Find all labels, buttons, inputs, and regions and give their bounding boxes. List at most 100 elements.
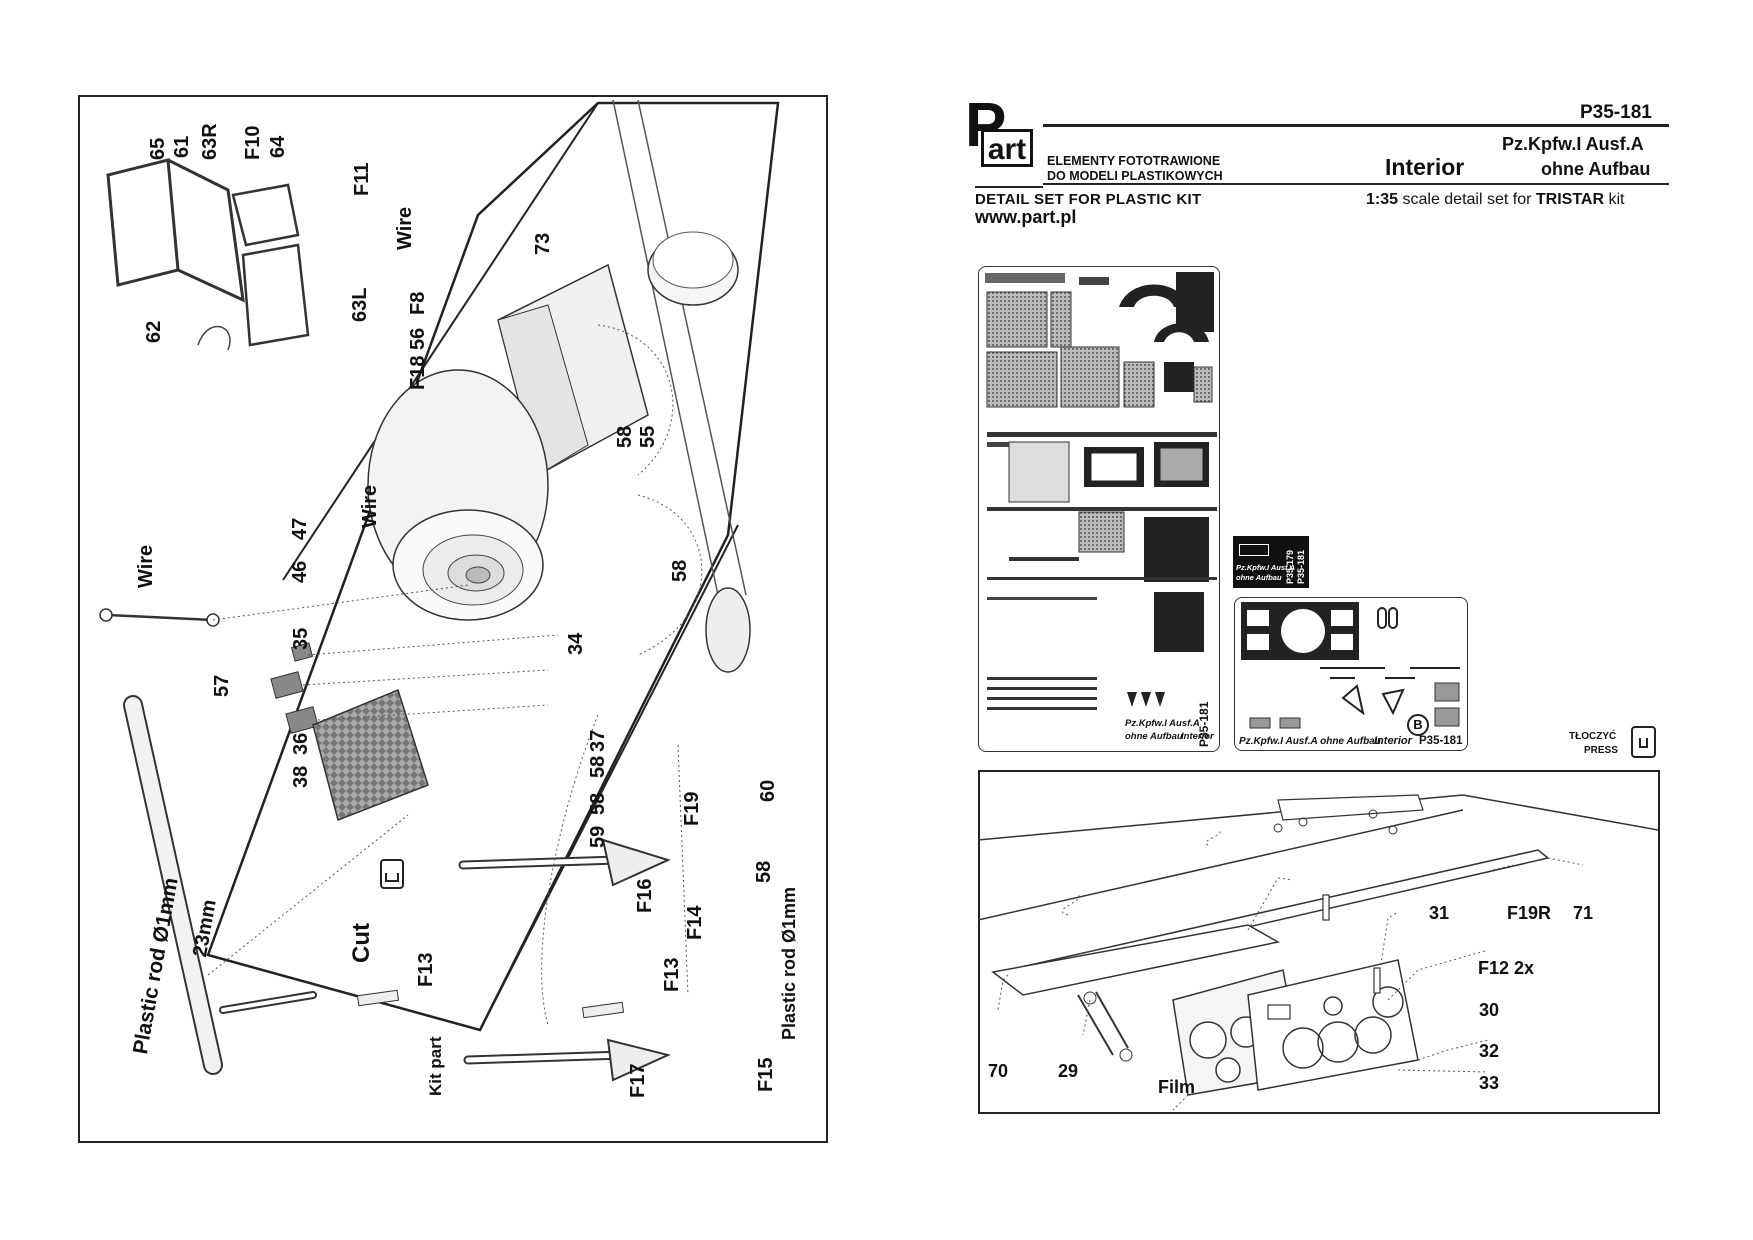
label-f8: F8 <box>407 291 429 315</box>
part-logo: P art <box>965 95 1037 187</box>
label-38: 38 <box>290 765 312 788</box>
label-f17: F17 <box>627 1063 649 1098</box>
scale-value: 1:35 <box>1366 191 1399 208</box>
subject-title: Interior <box>1385 154 1465 180</box>
label-wire-3: Wire <box>135 544 157 588</box>
product-name-line-1: Pz.Kpfw.I Ausf.A <box>1502 134 1644 154</box>
label-58-a: 58 <box>614 425 636 448</box>
fret-small-part <box>1239 544 1269 556</box>
label-film: Film <box>1158 1077 1196 1097</box>
label-f18: F18 <box>407 355 429 390</box>
label-f12-2x: F12 2x <box>1478 958 1535 978</box>
label-58-d: 58 <box>587 792 609 815</box>
kit-maker: TRISTAR <box>1535 191 1605 208</box>
label-58-e: 58 <box>753 860 775 883</box>
label-f13-b: F13 <box>661 957 683 992</box>
label-f13-a: F13 <box>415 952 437 987</box>
fret-b-letter: B <box>1407 714 1429 736</box>
fret-small: Pz.Kpfw.I Ausf.A ohne Aufbau P35-179 P35… <box>1233 536 1309 588</box>
label-73: 73 <box>532 232 554 255</box>
label-f19r: F19R <box>1507 903 1552 923</box>
label-34: 34 <box>565 632 587 655</box>
label-60: 60 <box>757 779 779 802</box>
label-71: 71 <box>1573 903 1594 923</box>
label-wire-2: Wire <box>359 484 381 528</box>
logo-word: art <box>981 129 1033 167</box>
label-65: 65 <box>147 137 169 160</box>
label-31: 31 <box>1429 903 1450 923</box>
label-63l: 63L <box>349 287 371 322</box>
product-name-line-2: ohne Aufbau <box>1541 159 1651 179</box>
label-f14: F14 <box>684 905 706 940</box>
fret-a-title-2: ohne Aufbau <box>1125 731 1183 742</box>
label-wire-1: Wire <box>394 206 416 250</box>
label-37: 37 <box>587 729 609 752</box>
website[interactable]: www.part.pl <box>975 207 1077 227</box>
polish-line-2: DO MODELI PLASTIKOWYCH <box>1047 169 1223 183</box>
fret-a-title-1: Pz.Kpfw.I Ausf.A <box>1125 718 1200 729</box>
label-cut: Cut <box>348 923 375 963</box>
polish-line-1: ELEMENTY FOTOTRAWIONE <box>1047 154 1221 168</box>
product-code: P35-181 <box>1580 102 1652 123</box>
label-f15: F15 <box>755 1057 777 1092</box>
label-36: 36 <box>290 732 312 755</box>
label-62: 62 <box>143 320 165 343</box>
label-56: 56 <box>407 327 429 350</box>
kit-suffix: kit <box>1608 191 1625 208</box>
bottom-diagram-frame <box>978 770 1660 1114</box>
fret-a-subject: Interior <box>1181 731 1214 742</box>
english-line: DETAIL SET FOR PLASTIC KIT <box>975 191 1202 208</box>
fret-b-subject: Interior <box>1374 735 1412 747</box>
label-30: 30 <box>1479 1000 1500 1020</box>
fret-a: Pz.Kpfw.I Ausf.A ohne Aufbau Interior P3… <box>978 266 1220 752</box>
label-kit-part: Kit part <box>426 1036 445 1097</box>
label-70: 70 <box>988 1061 1009 1081</box>
pedal-36a <box>270 671 304 699</box>
label-58-b: 58 <box>669 559 691 582</box>
press-icon <box>1631 726 1656 758</box>
label-f11: F11 <box>351 162 373 196</box>
label-f10: F10 <box>242 125 264 160</box>
scale-line: 1:35 scale detail set for TRISTAR kit <box>1366 191 1624 209</box>
fret-b-code: P35-181 <box>1419 735 1463 747</box>
label-58-c: 58 <box>587 755 609 778</box>
label-57: 57 <box>211 674 233 697</box>
label-59: 59 <box>587 825 609 848</box>
fret-small-line1: Pz.Kpfw.I Ausf.A <box>1236 563 1296 572</box>
seat-frame <box>106 158 245 303</box>
press-label-pl: TŁOCZYĆ <box>1569 731 1617 742</box>
left-diagram-art <box>99 99 780 1082</box>
label-61: 61 <box>171 135 193 158</box>
fret-small-code1: P35-179 <box>1285 549 1295 584</box>
left-diagram-frame <box>78 95 828 1143</box>
bottom-diagram-art <box>978 794 1659 1111</box>
fret-b-parts <box>1241 602 1460 729</box>
label-29: 29 <box>1058 1061 1079 1081</box>
label-55: 55 <box>637 425 659 448</box>
label-64: 64 <box>267 135 289 158</box>
pedal-36b <box>285 706 319 734</box>
header-left-rule <box>975 186 1043 188</box>
label-33: 33 <box>1479 1073 1500 1093</box>
label-35: 35 <box>290 627 312 650</box>
label-f16: F16 <box>634 878 656 913</box>
fret-b-footer: Pz.Kpfw.I Ausf.A ohne Aufbau <box>1239 736 1381 747</box>
label-f19: F19 <box>681 791 703 826</box>
label-63r: 63R <box>199 123 221 160</box>
fret-small-code2: P35-181 <box>1296 549 1306 584</box>
label-46: 46 <box>289 560 311 583</box>
fret-small-line2: ohne Aufbau <box>1236 573 1282 582</box>
press-label-en: PRESS <box>1584 745 1618 756</box>
press-icon-left <box>380 859 404 889</box>
label-plastic-rod-right: Plastic rod Ø1mm <box>779 886 799 1040</box>
fret-b: B Pz.Kpfw.I Ausf.A ohne Aufbau Interior … <box>1234 597 1468 751</box>
fret-a-parts <box>985 272 1217 710</box>
label-32: 32 <box>1479 1041 1500 1061</box>
fret-a-code: P35-181 <box>1197 701 1211 747</box>
scale-text: scale detail set for <box>1402 191 1532 208</box>
floor-plate-38 <box>312 688 429 822</box>
header-bottom-rule <box>1043 183 1669 185</box>
label-47: 47 <box>289 517 311 540</box>
header-top-rule <box>1043 124 1669 127</box>
tube-end <box>705 587 751 673</box>
